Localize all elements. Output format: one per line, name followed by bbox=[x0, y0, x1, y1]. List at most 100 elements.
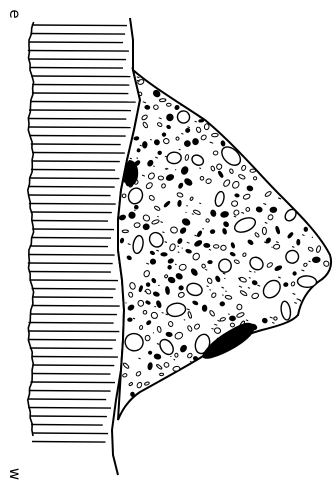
grain-clast bbox=[184, 140, 191, 147]
grain-clast bbox=[137, 149, 140, 153]
grain-clast bbox=[143, 224, 150, 230]
bedrock-hatch-line bbox=[32, 289, 116, 290]
grain-clast bbox=[312, 257, 320, 263]
grain-clast bbox=[304, 227, 308, 231]
matrix-speck bbox=[300, 301, 301, 302]
matrix-speck bbox=[272, 247, 273, 248]
bedrock-hatch-line bbox=[29, 272, 111, 273]
bedrock-hatch-line bbox=[32, 161, 120, 162]
grain-clast bbox=[283, 282, 288, 287]
matrix-speck bbox=[134, 210, 135, 211]
grain-clast bbox=[213, 151, 218, 156]
grain-clast bbox=[262, 227, 266, 234]
grain-clast bbox=[139, 325, 143, 330]
bedrock-hatch-line bbox=[28, 187, 115, 188]
bedrock-hatch-line bbox=[29, 323, 114, 324]
grain-clast bbox=[273, 244, 280, 250]
matrix-speck bbox=[137, 158, 139, 159]
label-w: w bbox=[6, 468, 24, 480]
matrix-speck bbox=[179, 149, 181, 150]
matrix-speck bbox=[175, 264, 177, 265]
grain-clast bbox=[160, 373, 164, 376]
bedrock-hatch-line bbox=[28, 59, 126, 60]
grain-clast bbox=[250, 169, 256, 173]
label-e: e bbox=[6, 9, 24, 18]
bedrock-hatch-line bbox=[29, 178, 119, 179]
grain-clast bbox=[210, 229, 215, 234]
matrix-speck bbox=[174, 359, 176, 360]
grain-clast bbox=[213, 245, 218, 248]
bedrock-hatch-line bbox=[29, 204, 116, 205]
bedrock-hatch-line bbox=[31, 76, 130, 77]
grain-clast bbox=[199, 119, 204, 122]
grain-clast bbox=[273, 316, 277, 320]
matrix-speck bbox=[178, 252, 180, 253]
grain-clast bbox=[204, 124, 209, 130]
grain-clast bbox=[220, 245, 226, 251]
grain-clast bbox=[293, 272, 296, 276]
grain-clast bbox=[204, 243, 210, 247]
grain-clast bbox=[208, 260, 213, 263]
bedrock-hatch-line bbox=[30, 382, 115, 383]
grain-clast bbox=[237, 304, 243, 310]
matrix-speck bbox=[199, 203, 201, 204]
grain-clast bbox=[166, 103, 171, 106]
grain-clast bbox=[145, 335, 150, 341]
pebble-clast bbox=[297, 275, 317, 287]
grain-clast bbox=[128, 318, 133, 322]
matrix-speck bbox=[312, 237, 313, 238]
bedrock-hatch-line bbox=[30, 280, 118, 281]
matrix-speck bbox=[249, 278, 251, 279]
grain-clast bbox=[122, 194, 126, 198]
bedrock-hatch-line bbox=[32, 153, 125, 154]
bedrock-hatch-line bbox=[31, 102, 136, 103]
bedrock-hatch-line bbox=[32, 374, 111, 375]
grain-clast bbox=[158, 176, 164, 181]
matrix-speck bbox=[202, 229, 204, 230]
matrix-speck bbox=[150, 139, 152, 140]
grain-clast bbox=[202, 305, 207, 311]
bedrock-hatch-line bbox=[31, 357, 118, 358]
grain-clast bbox=[221, 140, 226, 146]
matrix-speck bbox=[228, 314, 229, 315]
bedrock-hatch-line bbox=[32, 85, 129, 86]
grain-clast bbox=[159, 98, 166, 101]
matrix-speck bbox=[158, 285, 160, 286]
bedrock-hatch-line bbox=[28, 331, 120, 332]
grain-clast bbox=[220, 302, 225, 306]
bedrock-hatch-line bbox=[28, 51, 129, 52]
grain-clast bbox=[130, 392, 134, 397]
grain-clast bbox=[192, 138, 198, 145]
matrix-speck bbox=[210, 290, 211, 291]
bedrock-hatch-line bbox=[28, 255, 114, 256]
bedrock-hatch-line bbox=[28, 195, 111, 196]
bedrock-hatch-line bbox=[29, 42, 123, 43]
pebble-clast bbox=[167, 152, 182, 165]
bedrock-hatch-line bbox=[28, 399, 106, 400]
bedrock-hatch-line bbox=[29, 391, 111, 392]
bedrock-hatch-line bbox=[29, 416, 107, 417]
grain-clast bbox=[177, 200, 181, 206]
grain-clast bbox=[206, 219, 210, 223]
bedrock-hatch-line bbox=[30, 314, 117, 315]
grain-clast bbox=[297, 239, 300, 245]
grain-clast bbox=[145, 105, 150, 110]
grain-clast bbox=[179, 286, 183, 290]
matrix-speck bbox=[154, 306, 156, 307]
grain-clast bbox=[270, 207, 277, 213]
grain-clast bbox=[150, 259, 156, 264]
bedrock-hatch-line bbox=[30, 348, 113, 349]
bedrock-hatch-line bbox=[31, 238, 111, 239]
grain-clast bbox=[168, 265, 172, 269]
grain-clast bbox=[148, 351, 152, 355]
matrix-speck bbox=[254, 272, 255, 273]
matrix-speck bbox=[224, 278, 225, 279]
bedrock-hatch-line bbox=[28, 127, 131, 128]
grain-clast bbox=[153, 105, 159, 110]
grain-clast bbox=[166, 114, 173, 121]
matrix-speck bbox=[186, 206, 187, 207]
bedrock-hatch-line bbox=[32, 229, 114, 230]
matrix-speck bbox=[153, 166, 154, 167]
bedrock-hatch-line bbox=[32, 306, 120, 307]
